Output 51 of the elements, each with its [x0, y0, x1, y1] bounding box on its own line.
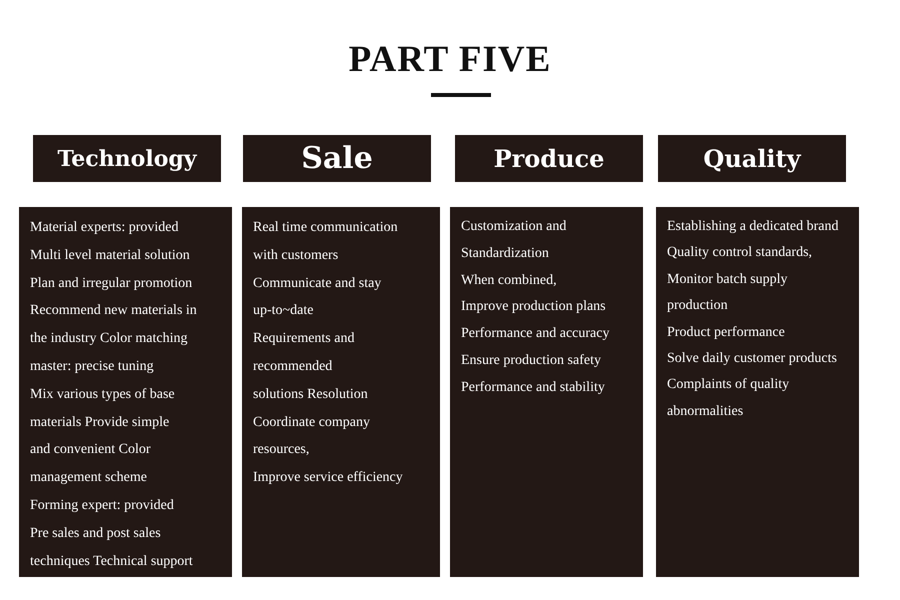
list-item: solutions Resolution	[253, 386, 368, 404]
list-item: techniques Technical support	[30, 552, 193, 571]
list-item: Performance and accuracy	[461, 325, 610, 344]
list-item: abnormalities	[667, 402, 744, 421]
column-heading: Technology	[57, 146, 197, 172]
list-item: Ensure production safety	[461, 352, 601, 370]
list-item: Recommend new materials in	[30, 302, 197, 320]
list-item: the industry Color matching	[30, 330, 188, 348]
list-item: and convenient Color	[30, 441, 151, 460]
list-item: Plan and irregular promotion	[30, 274, 192, 293]
header-box	[658, 135, 846, 182]
list-item: with customers	[253, 246, 338, 265]
list-item: Standardization	[461, 244, 549, 263]
list-item: resources,	[253, 441, 310, 460]
column-heading: Quality	[703, 144, 801, 173]
list-item: up-to~date	[253, 302, 314, 320]
list-item: Communicate and stay	[253, 274, 382, 293]
column-heading: Produce	[494, 144, 604, 173]
list-item: Real time communication	[253, 219, 398, 237]
list-item: production	[667, 297, 728, 316]
header-box	[33, 135, 221, 182]
list-item: Monitor batch supply	[667, 270, 788, 289]
list-item: management scheme	[30, 469, 148, 488]
list-item: Coordinate company	[253, 414, 370, 432]
list-item: Improve service efficiency	[253, 469, 403, 488]
list-item: Requirements and	[253, 330, 354, 348]
list-item: Pre sales and post sales	[30, 524, 161, 543]
header-box	[455, 135, 643, 182]
list-item: Establishing a dedicated brand	[667, 218, 838, 236]
list-item: Mix various types of base	[30, 386, 175, 404]
column-heading: Sale	[301, 141, 373, 176]
text-panel	[19, 207, 232, 577]
list-item: Improve production plans	[461, 298, 606, 316]
list-item: Complaints of quality	[667, 376, 790, 394]
list-item: Performance and stability	[461, 378, 605, 397]
list-item: materials Provide simple	[30, 414, 170, 432]
text-panel	[242, 207, 440, 577]
list-item: master: precise tuning	[30, 358, 154, 376]
list-item: Quality control standards,	[667, 244, 812, 262]
list-item: When combined,	[461, 272, 557, 290]
list-item: Material experts: provided	[30, 219, 179, 237]
list-item: Forming expert: provided	[30, 496, 174, 515]
list-item: Solve daily customer products	[667, 350, 837, 368]
text-panel	[450, 207, 643, 577]
list-item: Multi level material solution	[30, 246, 190, 265]
list-item: Customization and	[461, 218, 566, 236]
header-box	[243, 135, 431, 182]
title: PART FIVE	[348, 38, 552, 81]
list-item: recommended	[253, 358, 332, 376]
text-panel	[656, 207, 859, 577]
list-item: Product performance	[667, 324, 785, 342]
